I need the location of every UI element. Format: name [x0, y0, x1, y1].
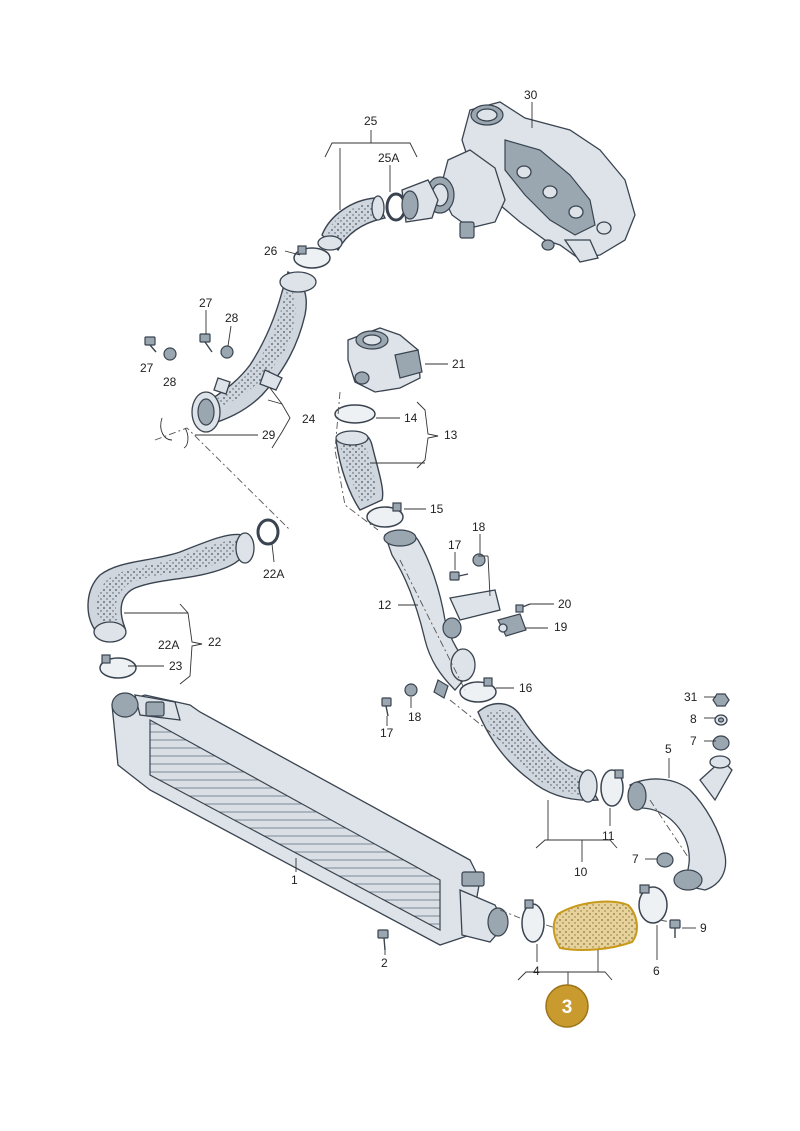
- part-29-clip[interactable]: [160, 417, 189, 449]
- part-12-intake-pipe[interactable]: [383, 529, 501, 699]
- label-31: 31: [684, 690, 698, 704]
- label-17-upper: 17: [448, 538, 462, 552]
- label-13: 13: [444, 428, 458, 442]
- callout-labels: 30 25 25A 26 27 28 27 28 21 24 14 13 29 …: [140, 88, 707, 978]
- label-22a-top: 22A: [263, 567, 284, 581]
- part-27-bolt-lower[interactable]: [144, 336, 157, 353]
- label-25: 25: [364, 114, 378, 128]
- label-30: 30: [524, 88, 538, 102]
- label-20: 20: [558, 597, 572, 611]
- part-20-bolt[interactable]: [515, 603, 531, 613]
- label-10: 10: [574, 865, 588, 879]
- label-5: 5: [665, 742, 672, 756]
- part-8-washer[interactable]: [714, 714, 728, 726]
- label-9: 9: [700, 921, 707, 935]
- part-1-intercooler[interactable]: [111, 692, 509, 946]
- label-17-lower: 17: [380, 726, 394, 740]
- label-7-upper: 7: [690, 734, 697, 748]
- part-28-nut-lower[interactable]: [163, 347, 177, 361]
- part-16-clamp[interactable]: [459, 677, 497, 703]
- part-7-grommet-lower[interactable]: [656, 852, 674, 868]
- label-28-upper: 28: [225, 311, 239, 325]
- label-29: 29: [262, 428, 276, 442]
- part-3-charge-air-hose-highlighted[interactable]: [552, 900, 638, 951]
- turbo-outlet-connector: [401, 179, 439, 223]
- part-28-nut-upper[interactable]: [220, 345, 234, 359]
- part-6-clamp[interactable]: [638, 884, 668, 924]
- label-25a: 25A: [378, 151, 399, 165]
- label-22: 22: [208, 635, 222, 649]
- part-27-bolt-upper[interactable]: [199, 333, 213, 353]
- part-25-hose[interactable]: [317, 195, 387, 252]
- label-24: 24: [302, 412, 316, 426]
- label-18-upper: 18: [472, 520, 486, 534]
- part-31-nut[interactable]: [712, 693, 730, 707]
- highlight-badge-number: 3: [562, 997, 573, 1018]
- label-12: 12: [378, 598, 392, 612]
- part-18-nut-lower[interactable]: [404, 683, 418, 697]
- part-4-clamp[interactable]: [521, 899, 545, 943]
- label-11: 11: [602, 829, 615, 843]
- label-8: 8: [690, 712, 697, 726]
- label-1: 1: [291, 873, 298, 887]
- label-18-lower: 18: [408, 710, 422, 724]
- part-18-nut-upper[interactable]: [472, 553, 486, 567]
- part-5-elbow-pipe[interactable]: [627, 755, 733, 891]
- part-19-sensor[interactable]: [497, 613, 527, 637]
- part-11-clamp[interactable]: [600, 769, 624, 807]
- label-7-lower: 7: [632, 852, 639, 866]
- label-22a-mid: 22A: [158, 638, 179, 652]
- part-17-bolt-upper[interactable]: [449, 571, 469, 581]
- label-16: 16: [519, 681, 533, 695]
- part-15-clamp[interactable]: [366, 502, 404, 528]
- label-27-upper: 27: [199, 296, 213, 310]
- part-22-hose[interactable]: [87, 532, 255, 643]
- label-6: 6: [653, 964, 660, 978]
- label-15: 15: [430, 502, 444, 516]
- label-21: 21: [452, 357, 466, 371]
- part-26-clamp[interactable]: [293, 245, 331, 269]
- part-10-hose[interactable]: [477, 703, 600, 803]
- part-22a-o-ring[interactable]: [256, 518, 280, 546]
- part-17-bolt-lower[interactable]: [381, 697, 392, 717]
- part-21-throttle-body[interactable]: [347, 327, 423, 393]
- label-23: 23: [169, 659, 183, 673]
- part-24-pipe[interactable]: [191, 270, 317, 433]
- part-23-clamp[interactable]: [99, 654, 137, 679]
- label-28-lower: 28: [163, 375, 177, 389]
- part-13-hose[interactable]: [335, 430, 384, 511]
- part-2-bolt[interactable]: [377, 929, 389, 951]
- label-26: 26: [264, 244, 278, 258]
- part-7-grommet-upper[interactable]: [712, 735, 730, 751]
- label-19: 19: [554, 620, 568, 634]
- label-14: 14: [404, 411, 418, 425]
- label-27-lower: 27: [140, 361, 154, 375]
- highlight-badge[interactable]: 3: [545, 984, 589, 1028]
- part-14-clamp[interactable]: [334, 404, 376, 424]
- part-30-manifold[interactable]: [425, 101, 636, 263]
- label-4: 4: [533, 964, 540, 978]
- part-9-bolt[interactable]: [669, 919, 681, 938]
- dash-dot-lines: [154, 391, 691, 929]
- label-2: 2: [381, 956, 388, 970]
- leader-lines: [124, 102, 716, 985]
